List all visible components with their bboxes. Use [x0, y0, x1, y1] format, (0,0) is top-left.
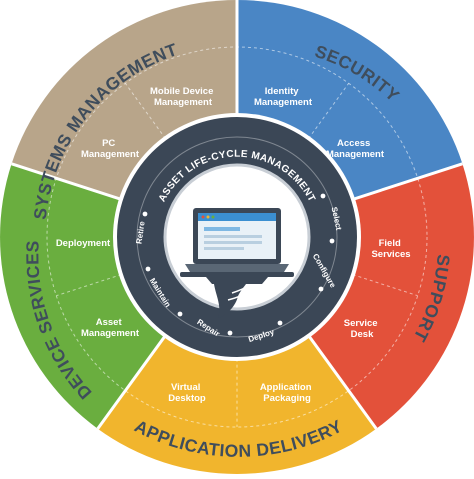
item-deployment: Deployment: [56, 238, 111, 249]
item-identity-management: Identity Management: [254, 86, 313, 108]
item-service-desk: Service Desk: [344, 318, 380, 340]
hub-ring-divider: [136, 136, 338, 338]
item-pc-management: PC Management: [81, 138, 140, 160]
item-field-services: Field Services: [371, 238, 410, 260]
item-dividers: [56, 83, 418, 427]
inner-dashed-ring: [46, 46, 428, 428]
item-access-management: Access Management: [326, 138, 385, 160]
phase-retire: Retire: [134, 220, 146, 244]
item-application-packaging: Application Packaging: [260, 382, 314, 404]
laptop-on-tray-icon: [180, 208, 294, 318]
item-mobile-device-management: Mobile Device Management: [150, 86, 216, 108]
item-virtual-desktop: Virtual Desktop: [168, 382, 206, 404]
lifecycle-dots: [142, 193, 335, 336]
item-asset-management: Asset Management: [81, 317, 140, 339]
